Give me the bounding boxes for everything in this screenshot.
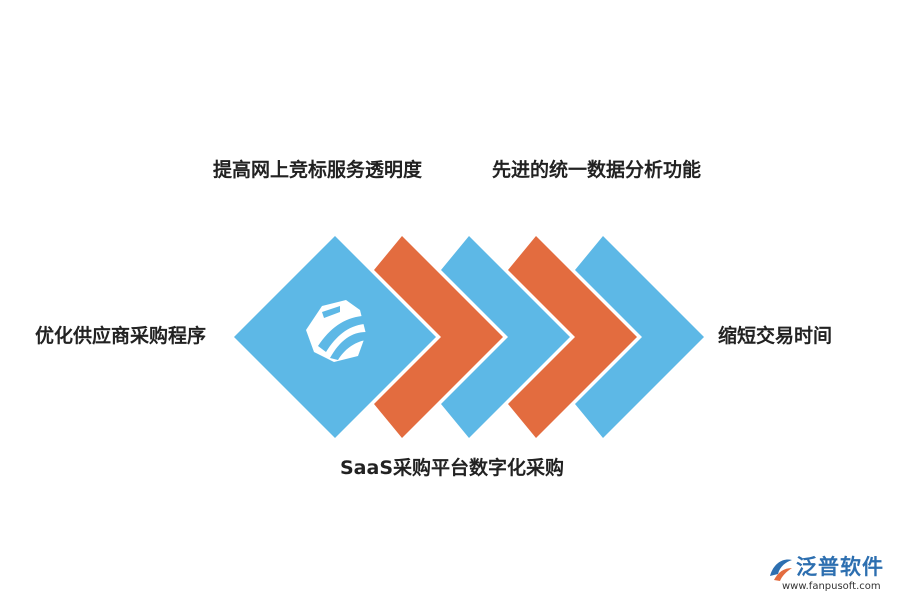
label-top-left: 提高网上竞标服务透明度 xyxy=(213,159,423,181)
chevron-2-blue xyxy=(441,236,570,438)
chevron-3-orange xyxy=(508,236,637,438)
chevron-1-orange xyxy=(374,236,503,438)
label-bottom: SaaS采购平台数字化采购 xyxy=(340,457,565,479)
label-top-right: 先进的统一数据分析功能 xyxy=(492,159,702,181)
chevron-4-blue xyxy=(575,236,704,438)
label-left: 优化供应商采购程序 xyxy=(35,325,207,347)
watermark-url: www.fanpusoft.com xyxy=(782,581,881,592)
watermark: 泛普软件 www.fanpusoft.com xyxy=(766,554,896,596)
brand-logo-icon xyxy=(306,300,366,362)
label-right: 缩短交易时间 xyxy=(718,325,833,347)
fanpu-logo-icon xyxy=(770,559,792,581)
watermark-brand: 泛普软件 xyxy=(796,555,884,579)
